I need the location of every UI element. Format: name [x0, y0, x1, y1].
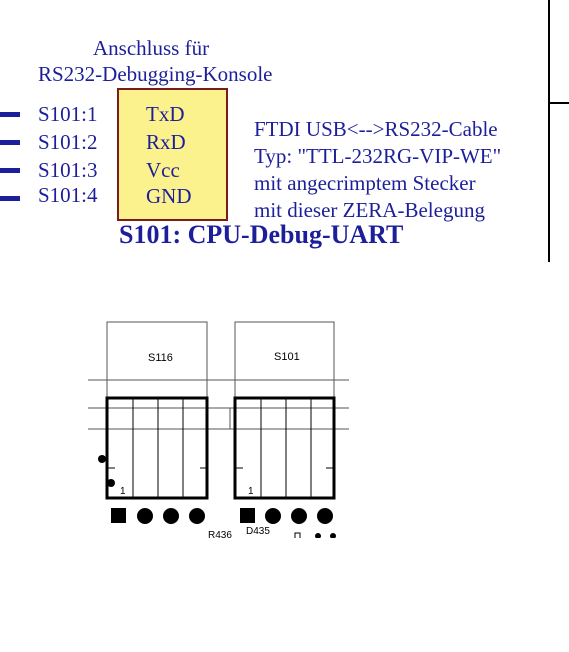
- signal-txd: TxD: [146, 102, 185, 126]
- title-line-2: RS232-Debugging-Konsole: [38, 62, 273, 86]
- section-heading: S101: CPU-Debug-UART: [119, 220, 404, 249]
- s101-label: S101: [274, 351, 300, 363]
- signal-box: TxD RxD Vcc GND: [117, 88, 228, 221]
- title-line-1: Anschluss für: [93, 36, 210, 60]
- s116-label: S116: [148, 352, 173, 364]
- s116-housing: [105, 396, 209, 500]
- cable-note-line-1: FTDI USB<-->RS232-Cable: [254, 117, 498, 141]
- pin-id-2: S101:2: [38, 130, 98, 154]
- signal-rxd: RxD: [146, 130, 186, 154]
- signal-vcc: Vcc: [146, 158, 180, 182]
- pin-id-3: S101:3: [38, 158, 98, 182]
- r436-label: R436: [208, 530, 232, 541]
- s116-pin1-label: 1: [120, 486, 126, 497]
- cable-note-line-3: mit angecrimptem Stecker: [254, 171, 476, 195]
- pin-marker-2: [0, 140, 20, 145]
- cable-note-line-4: mit dieser ZERA-Belegung: [254, 198, 485, 222]
- d435-label: D435: [246, 526, 270, 537]
- pin-marker-3: [0, 168, 20, 173]
- cable-note-line-2: Typ: "TTL-232RG-VIP-WE": [254, 144, 502, 168]
- s101-housing: [233, 396, 336, 500]
- s101-pin1-label: 1: [248, 486, 254, 497]
- pin-id-1: S101:1: [38, 102, 98, 126]
- page-blank-area: [0, 538, 569, 652]
- sheet-border: [548, 0, 550, 262]
- pin-id-4: S101:4: [38, 183, 98, 207]
- connector-footprint-drawing: [88, 321, 349, 550]
- pin-marker-1: [0, 112, 20, 117]
- sheet-border-tick: [548, 102, 569, 104]
- pin-marker-4: [0, 196, 20, 201]
- signal-gnd: GND: [146, 184, 192, 208]
